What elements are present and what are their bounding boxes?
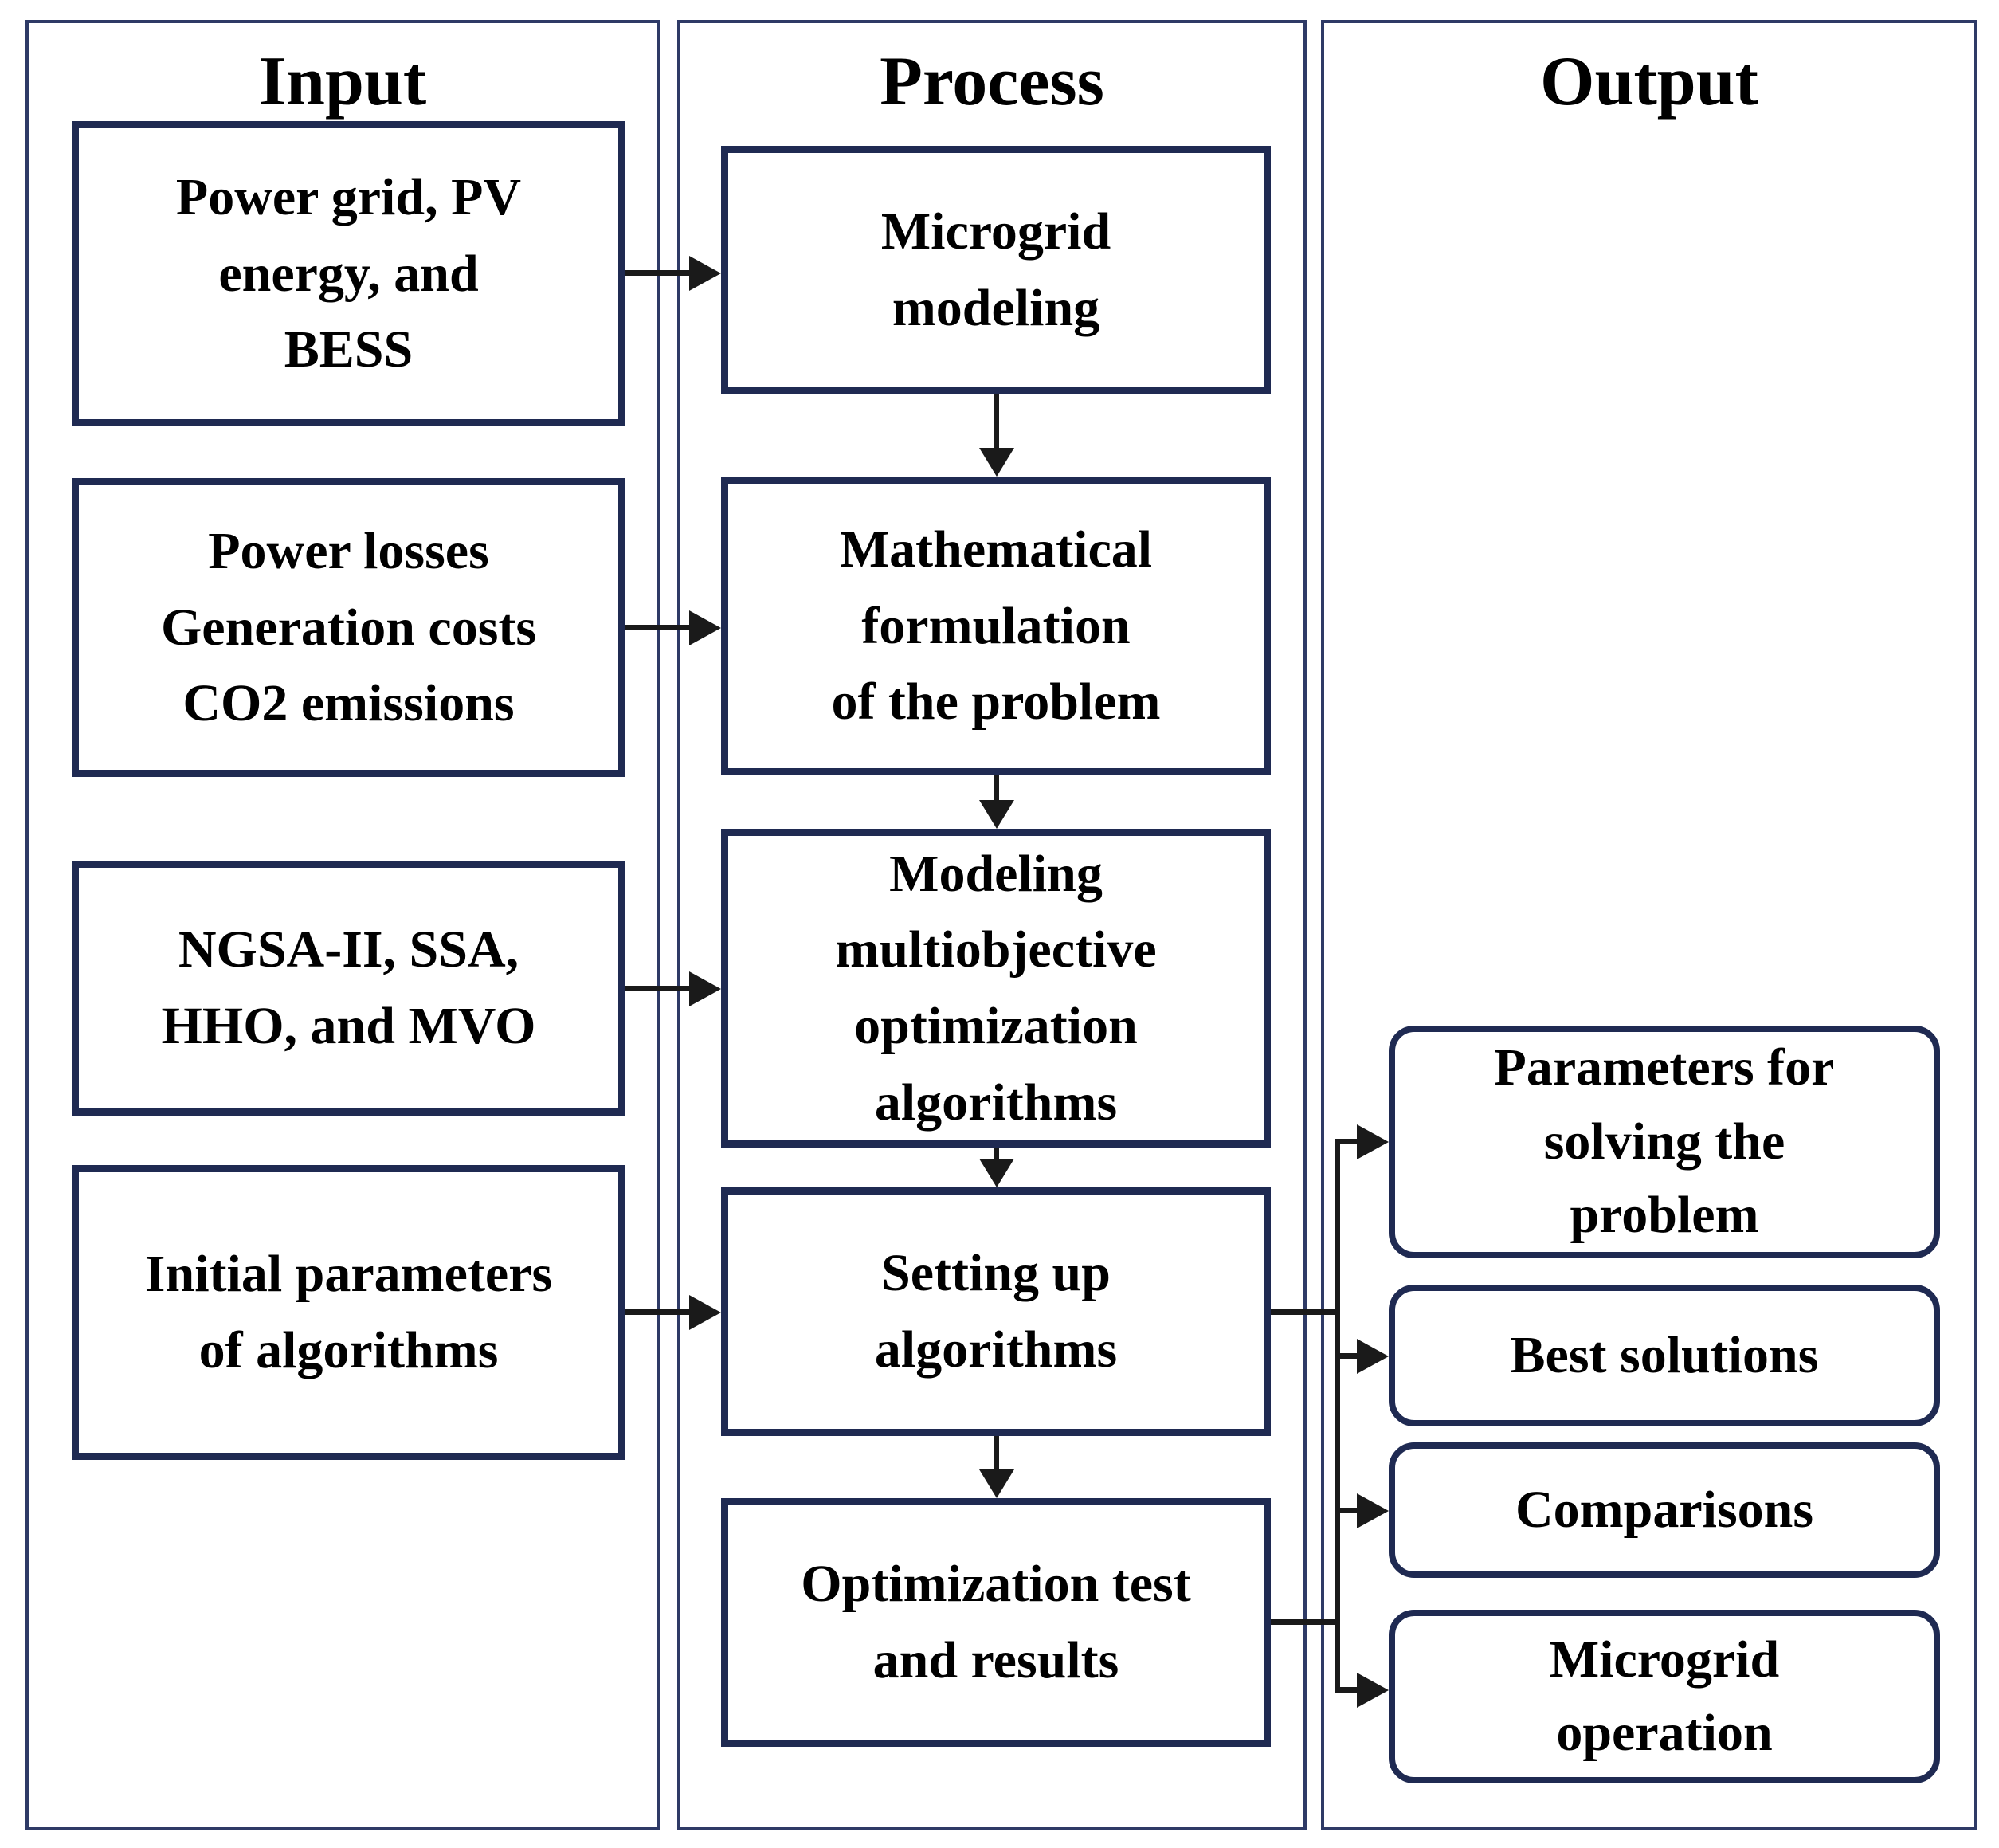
process-box-modeling-multiobjective: Modeling multiobjective optimization alg…: [721, 829, 1271, 1148]
arrowhead-process1-to-process2-icon: [979, 448, 1014, 477]
arrow-line-input4-to-process4: [625, 1309, 691, 1315]
arrow-line-process3-to-process4: [994, 1148, 999, 1160]
branch-line-to-parameters: [1335, 1139, 1358, 1144]
process-box-modeling-multiobjective-label: Modeling multiobjective optimization alg…: [835, 844, 1157, 1132]
output-box-comparisons-label: Comparisons: [1515, 1480, 1814, 1539]
feed-line-setting-up-to-trunk: [1271, 1309, 1340, 1315]
arrowhead-input3-to-process3-icon: [689, 971, 721, 1006]
input-box-initial-parameters-label: Initial parameters of algorithms: [144, 1245, 553, 1379]
process-box-microgrid-modeling: Microgrid modeling: [721, 146, 1271, 394]
arrow-line-input3-to-process3: [625, 986, 691, 991]
input-box-initial-parameters: Initial parameters of algorithms: [72, 1165, 625, 1460]
arrow-line-process4-to-process5: [994, 1436, 999, 1471]
input-box-losses-costs-emissions: Power losses Generation costs CO2 emissi…: [72, 478, 625, 777]
process-box-mathematical-formulation: Mathematical formulation of the problem: [721, 477, 1271, 775]
arrow-line-input1-to-process1: [625, 270, 691, 276]
arrowhead-to-microgrid-operation-icon: [1357, 1673, 1389, 1708]
panel-title-input: Input: [258, 43, 427, 120]
arrowhead-process2-to-process3-icon: [979, 800, 1014, 829]
process-box-microgrid-modeling-label: Microgrid modeling: [880, 202, 1111, 337]
arrowhead-process3-to-process4-icon: [979, 1159, 1014, 1187]
input-box-losses-costs-emissions-label: Power losses Generation costs CO2 emissi…: [160, 521, 537, 733]
arrowhead-to-comparisons-icon: [1357, 1493, 1389, 1528]
arrowhead-input2-to-process2-icon: [689, 610, 721, 645]
arrow-line-process2-to-process3: [994, 775, 999, 802]
process-box-setting-up-algorithms: Setting up algorithms: [721, 1187, 1271, 1436]
trunk-line-output: [1335, 1139, 1340, 1693]
input-box-algorithm-names: NGSA-II, SSA, HHO, and MVO: [72, 861, 625, 1116]
arrowhead-to-best-solutions-icon: [1357, 1339, 1389, 1374]
feed-line-optimization-test-to-trunk: [1271, 1619, 1340, 1625]
input-box-power-grid-pv-bess-label: Power grid, PV energy, and BESS: [175, 167, 522, 379]
arrowhead-to-parameters-icon: [1357, 1124, 1389, 1159]
output-box-best-solutions-label: Best solutions: [1510, 1325, 1819, 1384]
panel-title-output: Output: [1540, 43, 1758, 120]
arrowhead-input4-to-process4-icon: [689, 1295, 721, 1330]
output-box-parameters-for-solving-label: Parameters for solving the problem: [1494, 1038, 1835, 1245]
panel-title-process: Process: [880, 43, 1104, 120]
branch-line-to-best-solutions: [1335, 1353, 1358, 1359]
arrowhead-input1-to-process1-icon: [689, 256, 721, 291]
arrow-line-input2-to-process2: [625, 625, 691, 630]
process-box-optimization-test-label: Optimization test and results: [801, 1555, 1191, 1689]
output-box-parameters-for-solving: Parameters for solving the problem: [1389, 1026, 1940, 1258]
arrowhead-process4-to-process5-icon: [979, 1469, 1014, 1498]
branch-line-to-microgrid-operation: [1335, 1687, 1358, 1693]
output-box-microgrid-operation-label: Microgrid operation: [1549, 1630, 1780, 1762]
output-box-microgrid-operation: Microgrid operation: [1389, 1610, 1940, 1783]
branch-line-to-comparisons: [1335, 1508, 1358, 1513]
process-box-setting-up-algorithms-label: Setting up algorithms: [874, 1244, 1118, 1379]
output-box-comparisons: Comparisons: [1389, 1442, 1940, 1578]
arrow-line-process1-to-process2: [994, 394, 999, 449]
input-box-power-grid-pv-bess: Power grid, PV energy, and BESS: [72, 121, 625, 426]
output-box-best-solutions: Best solutions: [1389, 1285, 1940, 1426]
process-box-optimization-test: Optimization test and results: [721, 1498, 1271, 1747]
input-box-algorithm-names-label: NGSA-II, SSA, HHO, and MVO: [161, 920, 536, 1055]
process-box-mathematical-formulation-label: Mathematical formulation of the problem: [831, 520, 1161, 732]
